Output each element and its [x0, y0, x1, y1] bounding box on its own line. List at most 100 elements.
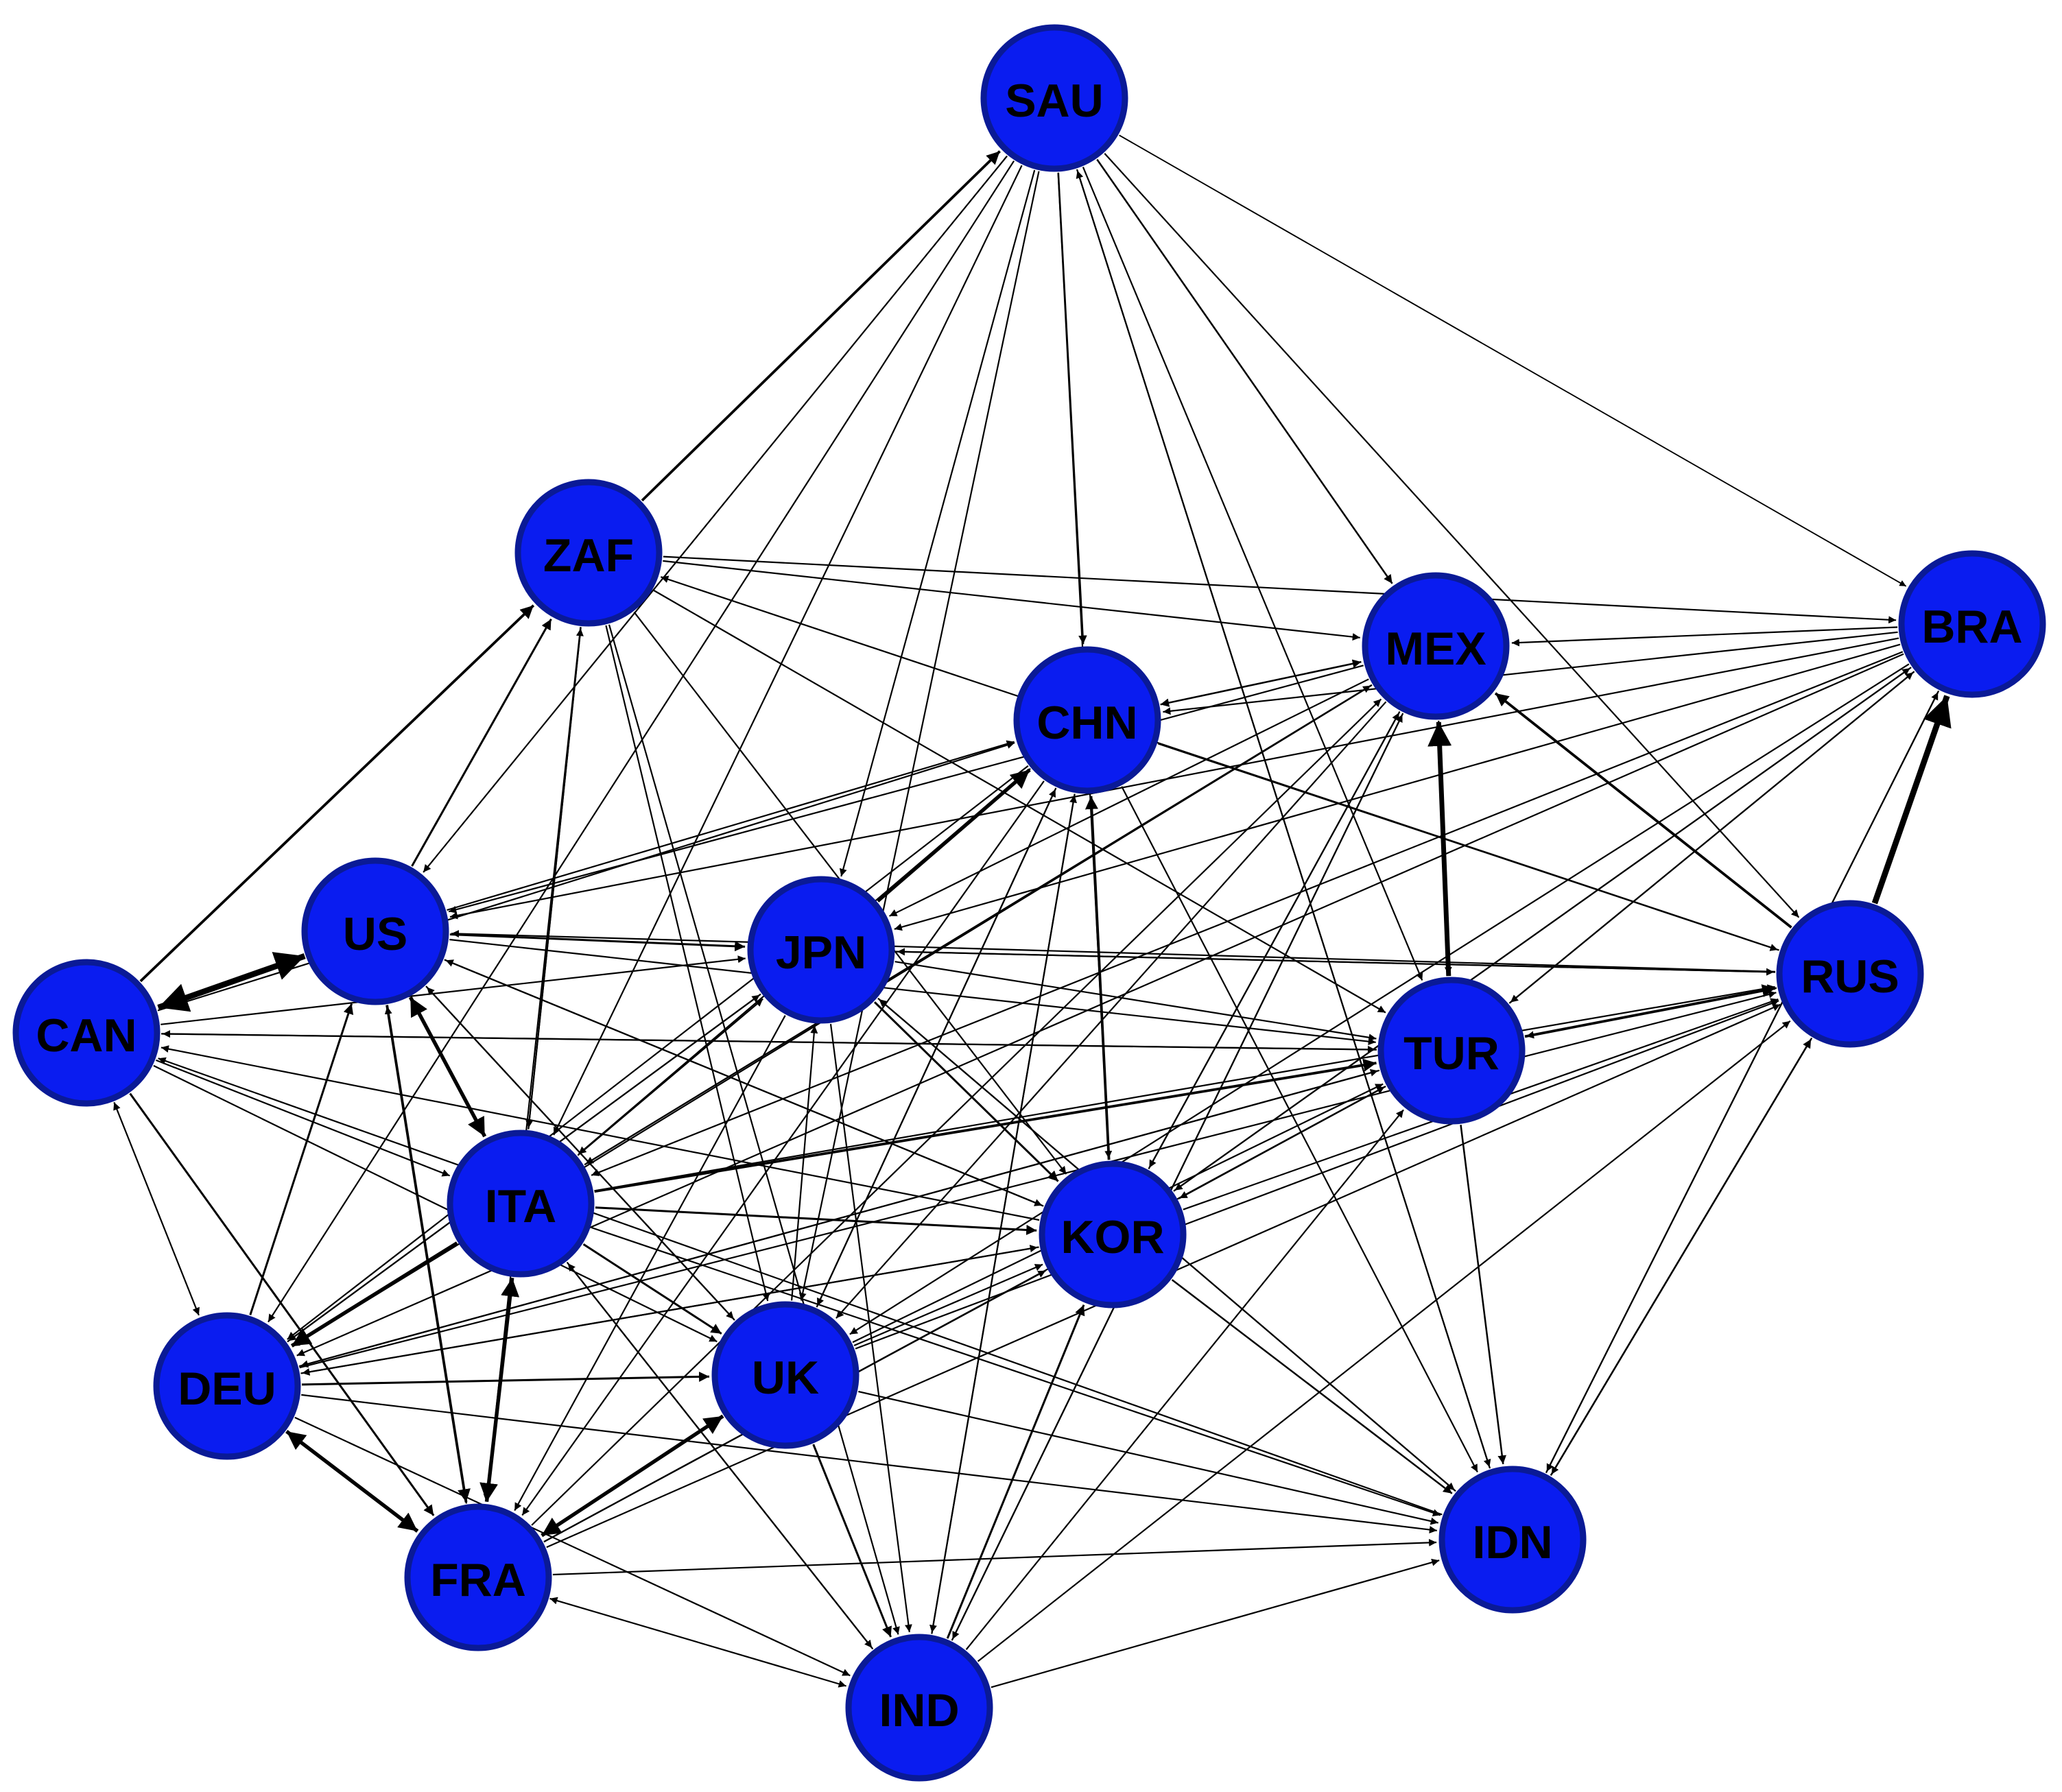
- edge-idn-bra: [1545, 691, 1939, 1474]
- node-label: RUS: [1801, 951, 1899, 1003]
- edge-can-zaf: [139, 604, 535, 983]
- node-circle: [447, 1130, 595, 1278]
- edge-kor-us: [445, 959, 1044, 1207]
- node-idn: IDN: [1438, 1466, 1587, 1614]
- edge-bra-mex: [1511, 626, 1898, 647]
- edge-ind-tur: [965, 1109, 1404, 1650]
- node-label: JPN: [776, 927, 866, 979]
- edge-deu-idn: [301, 1394, 1437, 1533]
- edge-rus-tur: [1526, 987, 1777, 1039]
- node-circle: [747, 876, 895, 1024]
- edge-jpn-fra: [514, 1015, 786, 1512]
- edge-ind-ita: [567, 1263, 874, 1650]
- edge-ind-rus: [977, 1020, 1791, 1662]
- edge-deu-uk: [301, 1371, 710, 1386]
- edge-ind-idn: [991, 1558, 1440, 1688]
- edge-tur-kor: [1179, 1086, 1386, 1199]
- edge-mex-tur: [1438, 720, 1452, 975]
- edge-us-can: [157, 952, 306, 1012]
- node-circle: [1362, 572, 1510, 720]
- edge-zaf-mex: [663, 560, 1360, 641]
- node-rus: RUS: [1776, 900, 1924, 1048]
- edge-mex-uk: [836, 701, 1387, 1319]
- edge-sau-tur: [1082, 167, 1423, 981]
- edge-bra-jpn: [894, 643, 1901, 931]
- edge-uk-ind: [812, 1444, 892, 1638]
- edge-ind-mex: [951, 714, 1403, 1641]
- edge-ita-kor: [595, 1206, 1037, 1235]
- edge-jpn-ind: [829, 1023, 912, 1633]
- edge-uk-jpn: [791, 1025, 818, 1301]
- edge-jpn-kor: [873, 1001, 1059, 1182]
- edge-sau-bra: [1119, 134, 1907, 587]
- edge-ita-mex: [584, 684, 1371, 1166]
- node-label: ZAF: [543, 529, 634, 582]
- node-circle: [153, 1312, 301, 1460]
- edge-ita-zaf: [528, 628, 584, 1130]
- edge-fra-idn: [552, 1538, 1437, 1576]
- edge-idn-can: [158, 1057, 1443, 1516]
- edge-jpn-tur: [894, 961, 1377, 1042]
- node-label: TUR: [1403, 1027, 1500, 1079]
- node-ind: IND: [845, 1634, 993, 1782]
- edge-chn-mex: [1160, 659, 1362, 707]
- edge-tur-bra: [1508, 671, 1914, 1004]
- edge-rus-bra: [1871, 695, 1952, 905]
- edge-bra-chn: [1163, 631, 1898, 715]
- edge-can-chn: [157, 741, 1015, 1012]
- edge-us-jpn: [449, 933, 746, 952]
- edge-zaf-tur: [652, 589, 1386, 1014]
- edge-chn-deu: [287, 765, 1029, 1340]
- edge-ita-jpn: [577, 998, 763, 1156]
- node-can: CAN: [12, 959, 161, 1107]
- node-label: DEU: [178, 1363, 276, 1415]
- node-circle: [12, 959, 161, 1107]
- node-sau: SAU: [980, 24, 1128, 172]
- edge-ita-rus: [594, 984, 1775, 1192]
- node-circle: [845, 1634, 993, 1782]
- edge-us-tur: [449, 938, 1376, 1046]
- edge-kor-deu: [302, 1246, 1039, 1376]
- edge-fra-us: [384, 1006, 467, 1504]
- node-circle: [1438, 1466, 1587, 1614]
- node-label: ITA: [485, 1180, 557, 1232]
- edge-uk-rus: [855, 999, 1779, 1350]
- node-label: US: [343, 908, 407, 960]
- edge-fra-ind: [549, 1597, 846, 1688]
- node-ita: ITA: [447, 1130, 595, 1278]
- edge-ind-chn: [931, 795, 1077, 1634]
- edge-zaf-uk: [605, 625, 770, 1302]
- node-label: KOR: [1060, 1211, 1164, 1263]
- edge-zaf-bra: [663, 555, 1897, 624]
- edge-rus-us: [451, 930, 1776, 972]
- edge-rus-zaf: [660, 575, 1779, 951]
- node-label: BRA: [1921, 601, 2022, 653]
- node-circle: [1013, 646, 1161, 794]
- edge-can-jpn: [161, 955, 746, 1025]
- edge-ind-kor: [946, 1304, 1085, 1639]
- node-fra: FRA: [404, 1503, 552, 1651]
- node-label: FRA: [430, 1554, 526, 1606]
- edge-deu-ind: [294, 1416, 851, 1677]
- edge-sau-deu: [268, 160, 1015, 1323]
- edge-rus-idn: [1550, 1038, 1813, 1475]
- node-deu: DEU: [153, 1312, 301, 1460]
- node-kor: KOR: [1039, 1160, 1187, 1309]
- node-circle: [404, 1503, 552, 1651]
- node-mex: MEX: [1362, 572, 1510, 720]
- node-label: CHN: [1036, 697, 1137, 749]
- edge-layer: [113, 134, 1952, 1688]
- edge-us-ita: [408, 996, 487, 1138]
- edge-chn-idn: [1121, 786, 1478, 1473]
- edge-deu-rus: [299, 990, 1777, 1369]
- node-circle: [1898, 550, 2046, 698]
- edge-us-chn: [447, 740, 1015, 911]
- node-uk: UK: [711, 1301, 860, 1449]
- node-label: MEX: [1385, 623, 1486, 675]
- edge-tur-deu: [300, 1069, 1380, 1368]
- edge-can-fra: [129, 1092, 435, 1516]
- edge-tur-can: [162, 1030, 1377, 1051]
- node-bra: BRA: [1898, 550, 2046, 698]
- edge-sau-ita: [553, 165, 1023, 1136]
